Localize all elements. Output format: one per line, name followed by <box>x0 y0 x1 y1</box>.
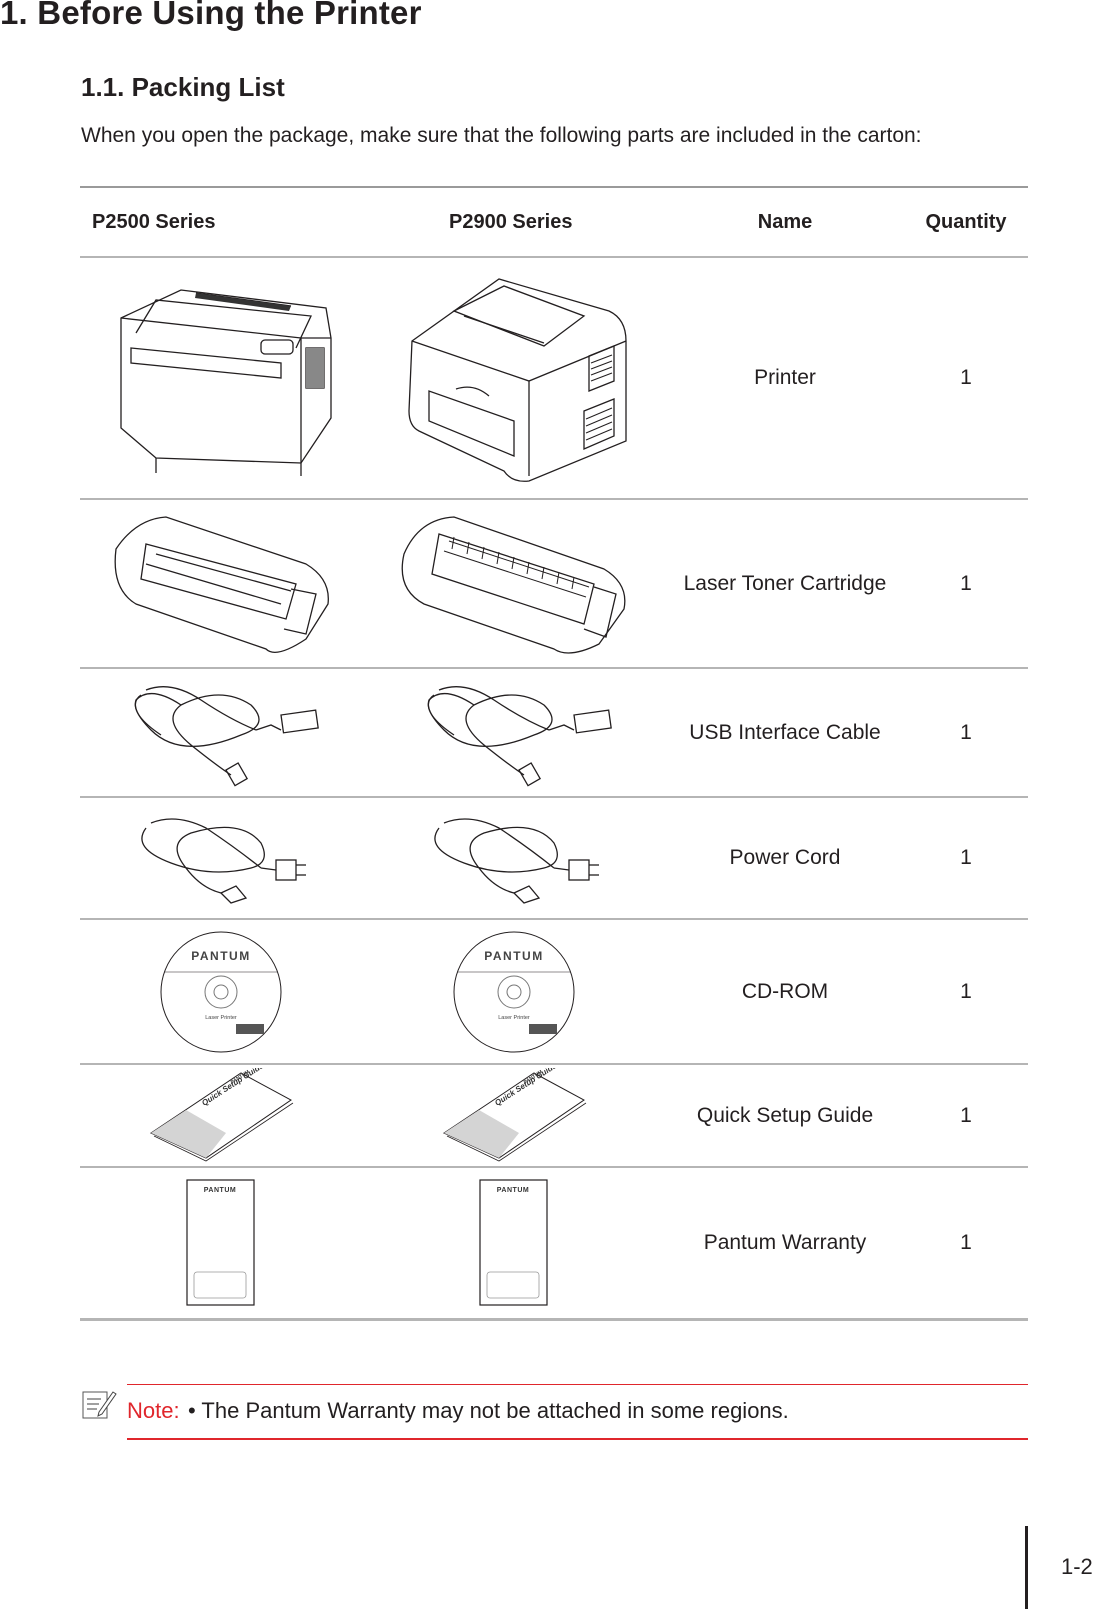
toner-cartridge-icon <box>114 515 329 653</box>
table-row: Laser Toner Cartridge 1 <box>80 500 1028 669</box>
quick-setup-guide-icon: Quick Setup Guide PANTUM <box>442 1068 587 1162</box>
item-quantity: 1 <box>960 1231 972 1254</box>
cd-brand-text: PANTUM <box>191 949 250 963</box>
intro-paragraph: When you open the package, make sure tha… <box>81 124 922 147</box>
item-name: USB Interface Cable <box>689 720 881 744</box>
p2500-printer-image <box>80 258 362 498</box>
page-heading: 1. Before Using the Printer <box>0 0 422 31</box>
note-top-rule <box>127 1384 1028 1385</box>
p2900-toner-image <box>362 500 666 667</box>
warranty-booklet-icon: PANTUM <box>186 1179 255 1306</box>
p2900-power-cord-image <box>362 798 666 918</box>
table-row: PANTUM PANTUM Pantum Warranty 1 <box>80 1168 1028 1321</box>
item-name: Power Cord <box>729 846 841 869</box>
table-row: Power Cord 1 <box>80 798 1028 920</box>
note-label: Note: <box>127 1398 180 1423</box>
p2900-warranty-image: PANTUM <box>362 1168 666 1318</box>
usb-cable-icon <box>427 686 612 787</box>
warranty-brand-text: PANTUM <box>204 1187 236 1194</box>
usb-cable-icon <box>134 686 319 787</box>
packing-list-table: P2500 Series P2900 Series Name Quantity <box>80 186 1028 1321</box>
header-p2500: P2500 Series <box>92 210 216 233</box>
item-quantity: 1 <box>960 846 972 869</box>
p2500-guide-image: Quick Setup Guide PANTUM <box>80 1065 362 1166</box>
item-quantity: 1 <box>960 720 972 744</box>
cd-rom-icon: PANTUM Laser Printer <box>160 931 282 1052</box>
item-name: Printer <box>754 366 816 389</box>
printer-icon <box>408 277 627 482</box>
header-p2900: P2900 Series <box>449 210 573 233</box>
power-cord-icon <box>141 818 306 904</box>
cd-brand-text: PANTUM <box>484 949 543 963</box>
table-row: Quick Setup Guide PANTUM Quick Setup Gui… <box>80 1065 1028 1168</box>
p2900-guide-image: Quick Setup Guide PANTUM <box>362 1065 666 1166</box>
item-name: Pantum Warranty <box>703 1231 867 1254</box>
table-row: USB Interface Cable 1 <box>80 669 1028 798</box>
section-heading: 1.1. Packing List <box>81 72 285 102</box>
p2900-usb-image <box>362 669 666 796</box>
cd-label-text: Laser Printer <box>205 1015 237 1021</box>
p2900-cd-image: PANTUM Laser Printer <box>362 920 666 1063</box>
item-name: Quick Setup Guide <box>696 1103 874 1127</box>
table-row: PANTUM Laser Printer PANTUM Laser Printe… <box>80 920 1028 1065</box>
cd-rom-icon: PANTUM Laser Printer <box>453 931 575 1052</box>
table-header-row: P2500 Series P2900 Series Name Quantity <box>80 188 1028 258</box>
p2500-power-cord-image <box>80 798 362 918</box>
quick-setup-guide-icon: Quick Setup Guide PANTUM <box>149 1068 294 1162</box>
header-quantity: Quantity <box>925 210 1007 233</box>
page-number: 1-2 <box>1061 1554 1093 1579</box>
note-text: • The Pantum Warranty may not be attache… <box>188 1398 789 1423</box>
toner-cartridge-icon <box>401 515 626 654</box>
warranty-booklet-icon: PANTUM <box>479 1179 548 1306</box>
item-quantity: 1 <box>960 571 972 595</box>
p2500-usb-image <box>80 669 362 796</box>
warranty-brand-text: PANTUM <box>497 1187 529 1194</box>
power-cord-icon <box>434 818 599 904</box>
printer-icon <box>120 289 332 476</box>
page-number-rule <box>1025 1526 1028 1609</box>
p2500-toner-image <box>80 500 362 667</box>
item-name: CD-ROM <box>741 979 829 1003</box>
p2500-cd-image: PANTUM Laser Printer <box>80 920 362 1063</box>
item-quantity: 1 <box>960 1103 972 1127</box>
table-row: Printer 1 <box>80 258 1028 500</box>
p2900-printer-image <box>362 258 666 498</box>
header-name: Name <box>757 210 813 233</box>
item-quantity: 1 <box>960 979 972 1003</box>
cd-label-text: Laser Printer <box>498 1015 530 1021</box>
p2500-warranty-image: PANTUM <box>80 1168 362 1318</box>
note-bottom-rule <box>127 1438 1028 1440</box>
item-name: Laser Toner Cartridge <box>683 571 887 595</box>
item-quantity: 1 <box>960 366 972 389</box>
note-pencil-icon <box>81 1388 117 1422</box>
